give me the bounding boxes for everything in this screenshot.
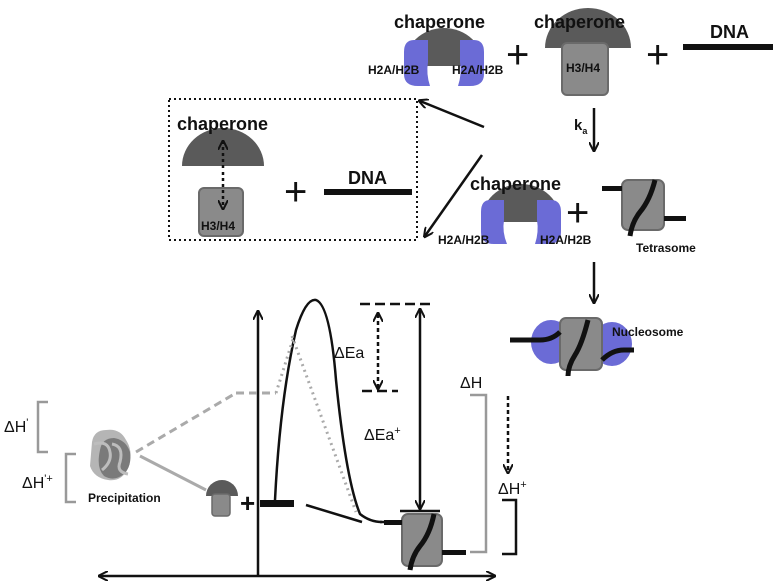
nucleosome-label: Nucleosome: [612, 325, 684, 339]
gray-solid-lower: [139, 454, 207, 492]
tetrasome: Tetrasome: [602, 179, 696, 255]
plus-sign-small: +: [240, 488, 255, 518]
h2a-h2b-label-middle-1: H2A/H2B: [438, 233, 490, 247]
h2a-h2b-left-shape: [404, 40, 430, 86]
aggregate-blob-front: [98, 438, 131, 479]
delta-h-plus-bracket: [502, 498, 518, 556]
gray-dotted-rise: [274, 335, 296, 394]
h2a-h2b-label-top-left-1: H2A/H2B: [368, 63, 420, 77]
chaperone-h2a-h2b-complex-middle: chaperone H2A/H2B H2A/H2B: [438, 174, 592, 247]
h3-h4-shape: [211, 493, 231, 517]
h3-h4-label-top: H3/H4: [566, 61, 600, 75]
tetrasome-dna-right: [664, 216, 686, 221]
gray-dotted-fall: [290, 335, 358, 513]
delta-ea-plus-label: ΔEa+: [364, 425, 401, 444]
chaperone-h2a-h2b-complex-top: chaperone H2A/H2B H2A/H2B: [368, 12, 504, 86]
dna-label-box: DNA: [348, 168, 387, 188]
h2a-h2b-label-top-left-2: H2A/H2B: [452, 63, 504, 77]
delta-h-prime-plus-bracket: [64, 452, 76, 504]
chaperone-shape: [545, 8, 631, 48]
dna-segment-box: [324, 189, 412, 195]
h3-h4-shape: [561, 42, 609, 96]
energy-diagram: ΔEa ΔEa+ + Precipitation ΔH': [4, 298, 527, 576]
chaperone-label-top-left: chaperone: [394, 12, 485, 32]
plus-sign-middle: +: [566, 191, 589, 235]
gray-dashed-upper: [135, 391, 237, 454]
chaperone-shape: [206, 480, 238, 496]
delta-ea-label: ΔEa: [334, 345, 364, 362]
initial-energy-level: [260, 500, 294, 507]
delta-h-prime-bracket: [36, 400, 48, 454]
dna-segment-top: [683, 44, 773, 50]
chaperone-label-box: chaperone: [177, 114, 268, 134]
precipitation-label: Precipitation: [88, 491, 161, 505]
delta-h-bracket: [470, 393, 488, 554]
nucleosome-dna-center: [565, 319, 591, 377]
delta-h-prime-label: ΔH': [4, 417, 28, 436]
tetrasome-dna-wrap: [627, 179, 658, 237]
ka-label: ka: [574, 117, 588, 136]
tetrasome-dna-left: [384, 520, 402, 525]
chaperone-h3-h4-small: +: [206, 480, 255, 518]
reaction-energy-curve: [273, 298, 383, 524]
plus-sign-top-1: +: [506, 33, 529, 77]
tetrasome-energy-state: [384, 513, 466, 571]
chaperone-label-middle: chaperone: [470, 174, 561, 194]
plus-sign-top-2: +: [646, 33, 669, 77]
tetrasome-label: Tetrasome: [636, 241, 696, 255]
chaperone-label-top-middle: chaperone: [534, 12, 625, 32]
nucleosome-dna-right: [600, 347, 634, 362]
plus-sign-box: +: [284, 170, 307, 214]
tetrasome-dna-right: [442, 550, 466, 555]
arrow-to-box-upper: [420, 101, 485, 129]
precipitation-aggregate: Precipitation: [88, 429, 161, 505]
h2a-h2b-right-shape: [535, 200, 561, 244]
nucleosome: Nucleosome: [510, 317, 684, 377]
h3-h4-shape: [198, 187, 244, 237]
tetrasome-dna-left: [602, 186, 622, 191]
dna-label-top: DNA: [710, 22, 749, 42]
h3-h4-label-box: H3/H4: [201, 219, 235, 233]
nucleosome-dna-left: [510, 330, 562, 343]
dissociated-products-box: chaperone H3/H4 + DNA: [168, 98, 418, 241]
delta-h-label: ΔH: [460, 375, 482, 392]
h2a-h2b-right-shape: [458, 40, 484, 86]
tetrasome-dna-wrap: [407, 513, 437, 571]
descent-line: [305, 503, 363, 524]
delta-h-plus-label: ΔH+: [498, 479, 527, 498]
delta-h-prime-plus-label: ΔH'+: [22, 473, 53, 492]
aggregate-dna-tangle: [93, 441, 129, 476]
h2a-h2b-label-middle-2: H2A/H2B: [540, 233, 592, 247]
arrow-to-box-lower: [425, 154, 484, 236]
h2a-h2b-left-shape: [481, 200, 507, 244]
chaperone-h3-h4-complex-top: chaperone H3/H4: [534, 8, 631, 96]
